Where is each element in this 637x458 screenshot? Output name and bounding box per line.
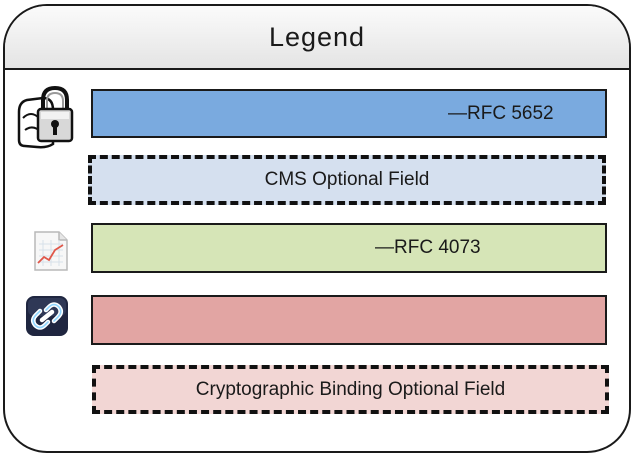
lock-certificate-icon	[13, 84, 75, 150]
legend-header: Legend	[5, 6, 629, 70]
legend-row-rfc5652: —RFC 5652	[91, 89, 607, 138]
chart-document-icon	[33, 230, 69, 272]
chain-link-icon	[25, 295, 69, 337]
legend-row-cms-optional: CMS Optional Field	[88, 155, 606, 205]
cms-optional-label: CMS Optional Field	[264, 169, 430, 190]
rfc4073-label: —RFC 4073	[375, 237, 481, 258]
legend-row-rfc4073: —RFC 4073	[91, 223, 607, 273]
cryptographic-binding-optional-label: Cryptographic Binding Optional Field	[195, 378, 506, 400]
rfc5652-label: —RFC 5652	[448, 102, 554, 124]
legend-title: Legend	[268, 21, 366, 52]
legend-row-cryptographic-binding	[91, 295, 607, 345]
legend-row-cryptographic-binding-optional: Cryptographic Binding Optional Field	[92, 365, 609, 414]
